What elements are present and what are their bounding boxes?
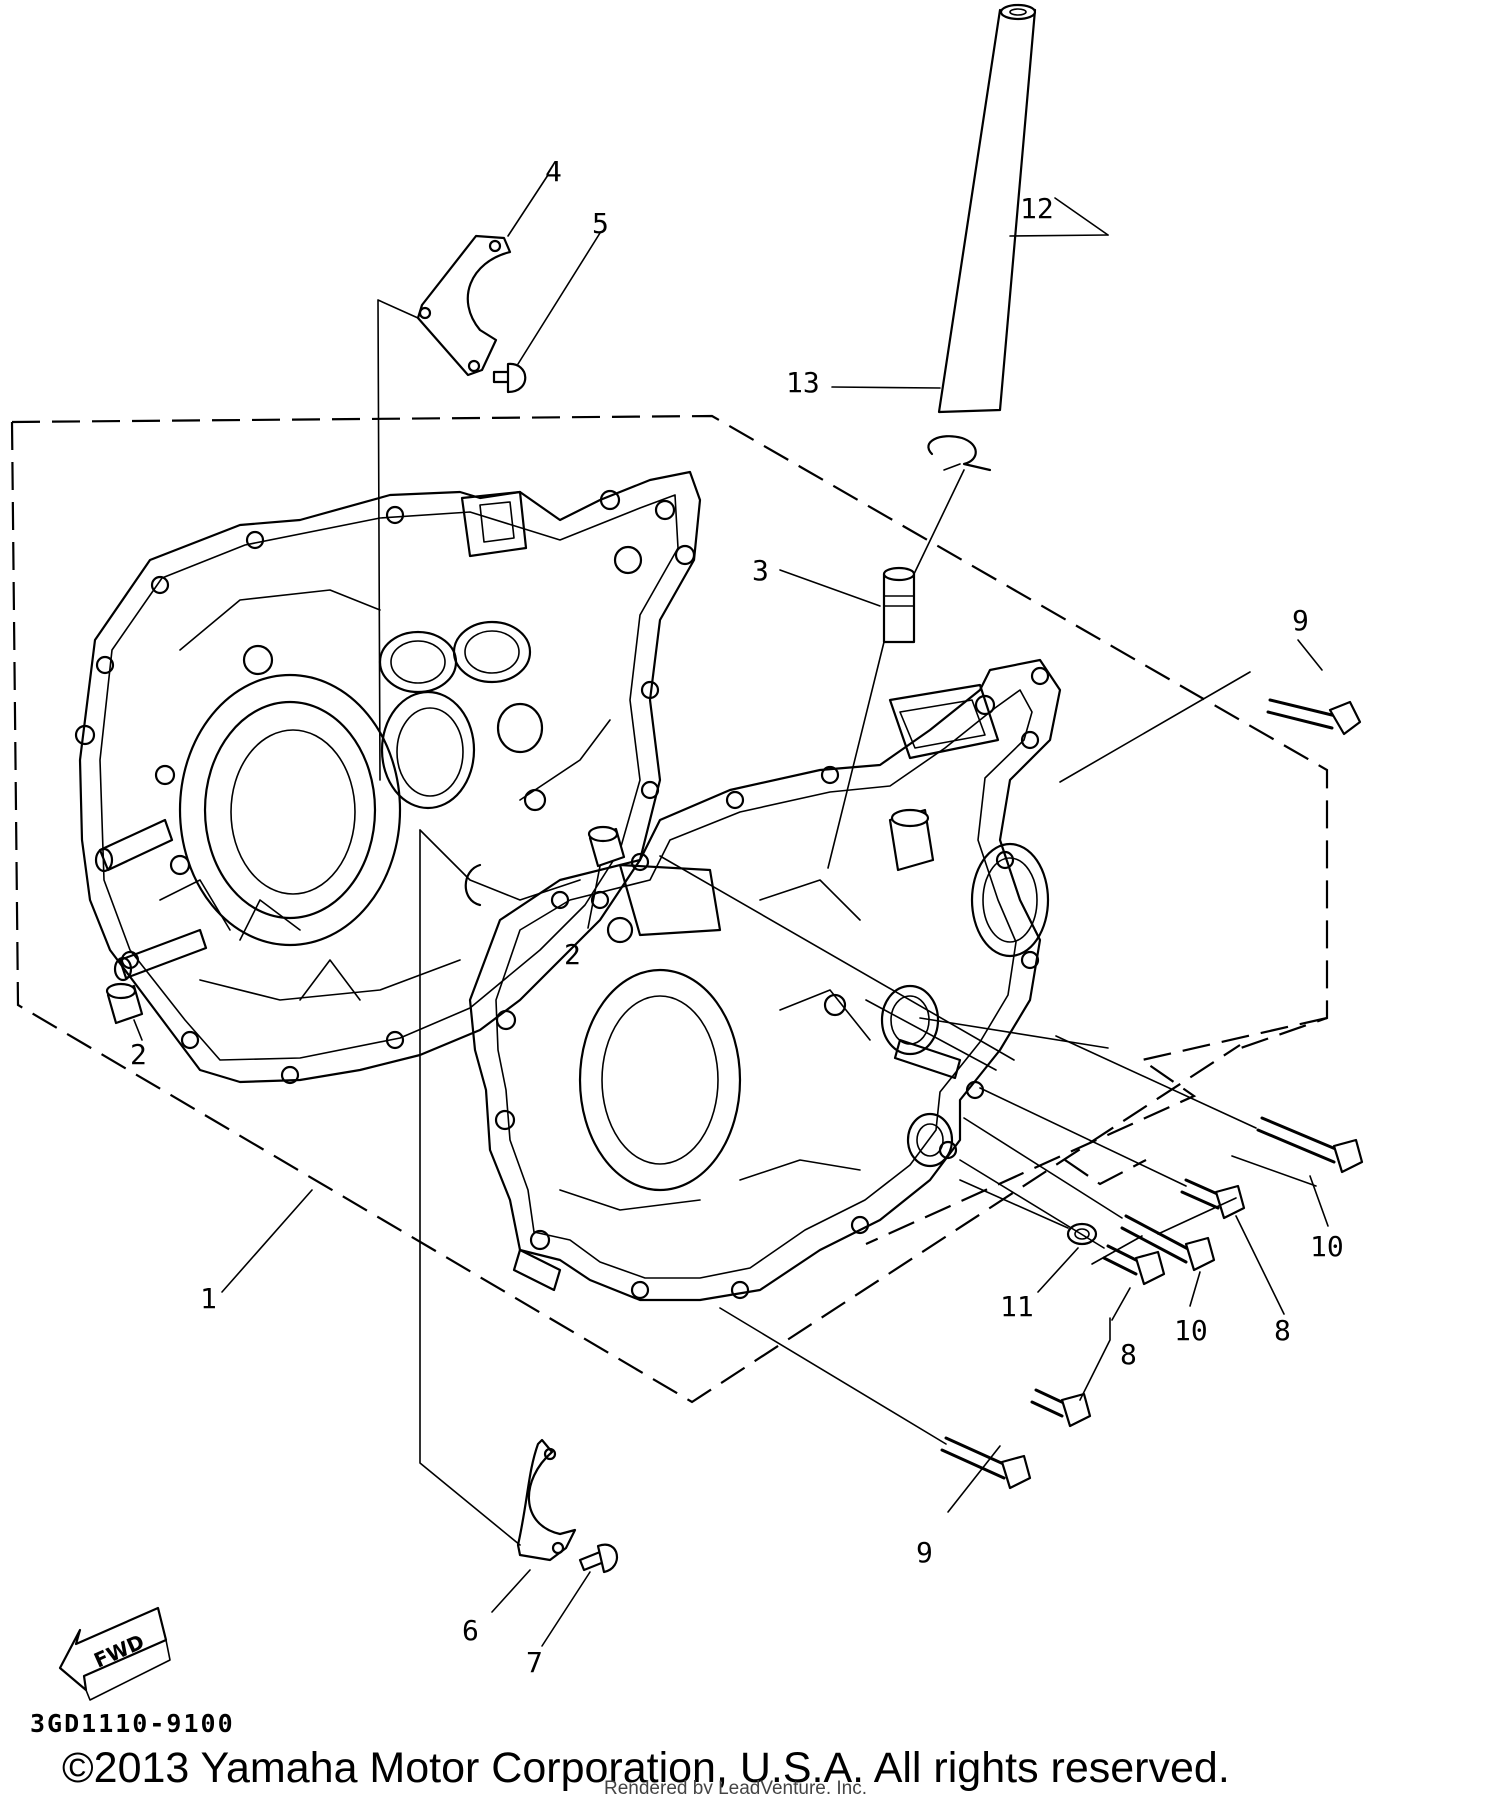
callout-5: 5 <box>592 207 609 240</box>
callout-2: 2 <box>564 938 581 971</box>
callout-10: 10 <box>1310 1230 1344 1263</box>
crankcase-right-half <box>468 658 1062 1302</box>
copyright-notice: ©2013 Yamaha Motor Corporation, U.S.A. A… <box>62 1744 1230 1792</box>
callout-labels: 1 2 2 3 4 5 6 7 8 8 9 9 10 10 11 12 13 <box>130 155 1344 1679</box>
bolt-8-bottom <box>1030 1388 1092 1428</box>
screw-top <box>492 362 527 394</box>
breather-hose <box>937 3 1037 414</box>
breather-fitting <box>882 566 916 644</box>
dowel-pin-left <box>105 982 144 1025</box>
bolt-9-bottom <box>940 1436 1032 1490</box>
bearing-retainer-plate-top <box>416 234 512 377</box>
callout-10: 10 <box>1174 1314 1208 1347</box>
rendered-by-credit: Rendered by LeadVenture, Inc. <box>604 1778 867 1794</box>
callout-6: 6 <box>462 1614 479 1647</box>
bolt-10-right <box>1256 1116 1364 1174</box>
leader-lines <box>133 174 1329 1647</box>
o-ring <box>1066 1222 1098 1246</box>
callout-8: 8 <box>1274 1314 1291 1347</box>
bolt-8-middle <box>1102 1244 1166 1286</box>
bolt-9-top <box>1266 698 1362 736</box>
bearing-retainer-plate-bottom <box>516 1438 577 1562</box>
screw-bottom <box>578 1543 619 1574</box>
callout-12: 12 <box>1020 192 1054 225</box>
callout-11: 11 <box>1000 1290 1034 1323</box>
callout-4: 4 <box>545 155 562 188</box>
fwd-label: FWD <box>90 1629 148 1672</box>
callout-8: 8 <box>1120 1338 1137 1371</box>
callout-2: 2 <box>130 1038 147 1071</box>
callout-7: 7 <box>526 1646 543 1679</box>
dowel-pin-right <box>587 825 626 868</box>
bolt-8-right <box>1180 1178 1246 1220</box>
callout-9: 9 <box>1292 604 1309 637</box>
forward-direction-arrow: FWD <box>58 1606 171 1701</box>
diagram-code: 3GD1110-9100 <box>30 1709 235 1738</box>
callout-1: 1 <box>200 1282 217 1315</box>
assembly-boundary <box>10 414 1329 1404</box>
hose-clip <box>927 435 992 472</box>
bolt-10-middle <box>1120 1214 1216 1272</box>
callout-3: 3 <box>752 554 769 587</box>
callout-9: 9 <box>916 1536 933 1569</box>
crankcase-left-half <box>74 470 702 1085</box>
callout-13: 13 <box>786 366 820 399</box>
